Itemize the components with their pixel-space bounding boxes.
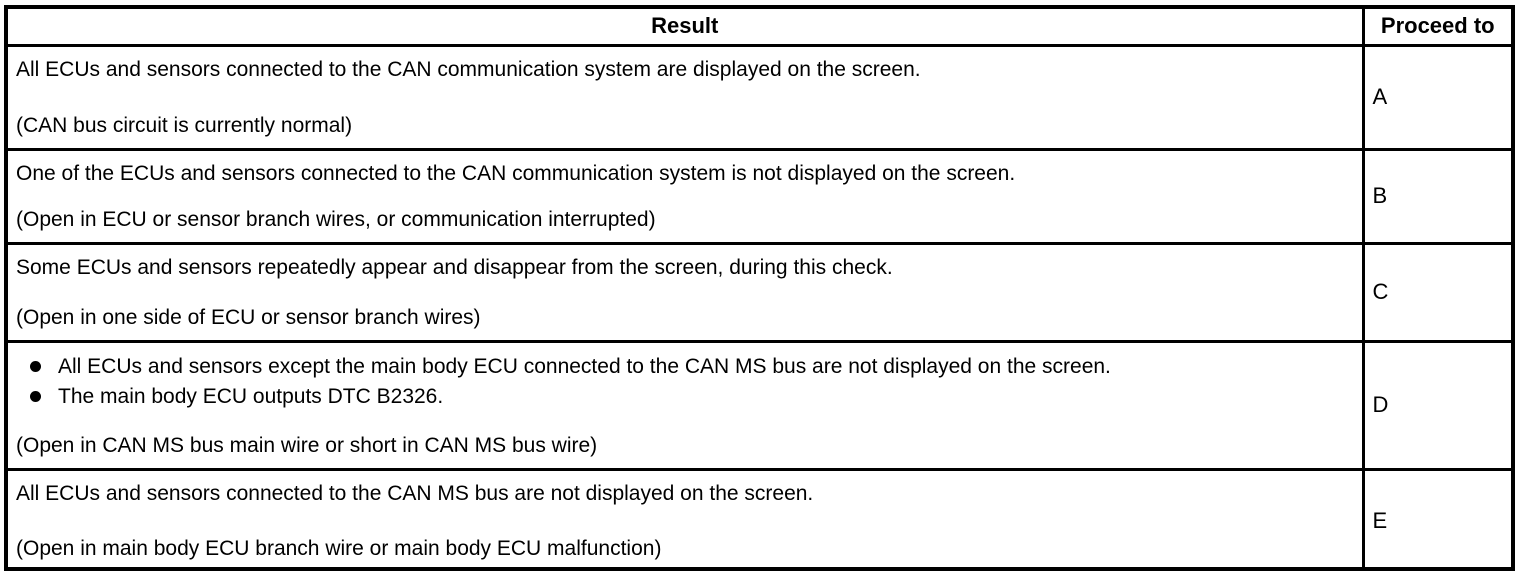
result-cell-b: One of the ECUs and sensors connected to…	[8, 147, 1365, 245]
result-cell-e: All ECUs and sensors connected to the CA…	[8, 467, 1365, 571]
result-cell-c: Some ECUs and sensors repeatedly appear …	[8, 241, 1365, 343]
table-row-e: All ECUs and sensors connected to the CA…	[8, 467, 1511, 571]
result-text: All ECUs and sensors connected to the CA…	[16, 481, 814, 505]
result-text: The main body ECU outputs DTC B2326.	[58, 384, 444, 408]
proceed-value-e: E	[1361, 467, 1511, 571]
proceed-value-c: C	[1361, 241, 1511, 343]
diagnostic-result-table: Result Proceed to All ECUs and sensors c…	[8, 9, 1511, 571]
bullet-icon	[30, 361, 41, 372]
proceed-value-b: B	[1361, 147, 1511, 245]
result-note: (Open in ECU or sensor branch wires, or …	[16, 207, 656, 231]
table-row-d: All ECUs and sensors except the main bod…	[8, 339, 1511, 471]
result-cell-a: All ECUs and sensors connected to the CA…	[8, 43, 1365, 151]
result-cell-d: All ECUs and sensors except the main bod…	[8, 339, 1365, 471]
proceed-to-column-header: Proceed to	[1361, 9, 1511, 47]
result-text: Some ECUs and sensors repeatedly appear …	[16, 255, 893, 279]
bullet-icon	[30, 391, 41, 402]
result-text: One of the ECUs and sensors connected to…	[16, 161, 1016, 185]
bullet-item: The main body ECU outputs DTC B2326.	[16, 382, 1352, 412]
table-row-a: All ECUs and sensors connected to the CA…	[8, 43, 1511, 151]
result-text: All ECUs and sensors except the main bod…	[58, 354, 1111, 378]
result-text: All ECUs and sensors connected to the CA…	[16, 57, 921, 81]
bullet-item: All ECUs and sensors except the main bod…	[16, 352, 1352, 382]
result-column-header: Result	[8, 9, 1365, 47]
table-row-b: One of the ECUs and sensors connected to…	[8, 147, 1511, 245]
result-note: (Open in main body ECU branch wire or ma…	[16, 537, 662, 560]
proceed-value-d: D	[1361, 339, 1511, 471]
diagnostic-result-table-frame: Result Proceed to All ECUs and sensors c…	[4, 5, 1515, 571]
table-header-row: Result Proceed to	[8, 9, 1511, 47]
result-note: (Open in CAN MS bus main wire or short i…	[16, 433, 598, 457]
proceed-value-a: A	[1361, 43, 1511, 151]
table-row-c: Some ECUs and sensors repeatedly appear …	[8, 241, 1511, 343]
result-note: (Open in one side of ECU or sensor branc…	[16, 305, 481, 329]
result-note: (CAN bus circuit is currently normal)	[16, 113, 353, 137]
